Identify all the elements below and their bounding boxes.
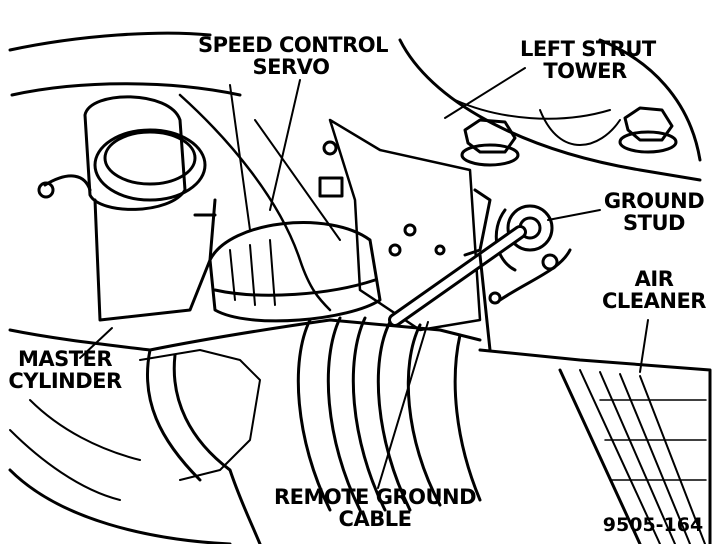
label-master-cylinder-line1: MASTER bbox=[17, 347, 113, 371]
speed-control-cable bbox=[178, 93, 332, 312]
label-ground-stud-line2: STUD bbox=[623, 211, 685, 235]
label-remote-ground-cable-line1: REMOTE GROUND bbox=[273, 485, 477, 509]
label-left-strut-tower-line2: TOWER bbox=[543, 59, 627, 83]
label-ground-stud-line1: GROUND bbox=[603, 189, 705, 213]
master-cylinder bbox=[37, 95, 217, 322]
label-air-cleaner-line1: AIR bbox=[634, 267, 674, 291]
mounting-bracket bbox=[318, 118, 482, 332]
label-remote-ground-cable-line2: CABLE bbox=[338, 507, 412, 531]
servo-linkage bbox=[229, 84, 341, 241]
leader-lines bbox=[79, 67, 649, 489]
air-cleaner bbox=[478, 348, 712, 544]
label-air-cleaner-line2: CLEANER bbox=[602, 289, 706, 313]
intake-hose bbox=[8, 316, 482, 544]
figure-number: 9505-164 bbox=[602, 514, 704, 536]
label-speed-control-servo: SPEED CONTROL SERVO bbox=[198, 33, 389, 79]
remote-ground-cable bbox=[388, 188, 527, 352]
label-speed-control-servo-line1: SPEED CONTROL bbox=[198, 33, 389, 57]
label-remote-ground-cable: REMOTE GROUND CABLE bbox=[272, 486, 478, 530]
label-master-cylinder-line2: CYLINDER bbox=[8, 369, 122, 393]
label-air-cleaner: AIR CLEANER bbox=[598, 268, 710, 312]
label-ground-stud: GROUND STUD bbox=[598, 190, 710, 234]
strut-tower-bolt-right bbox=[618, 106, 678, 154]
label-left-strut-tower-line1: LEFT STRUT bbox=[520, 37, 656, 61]
hood-edge-lines bbox=[8, 31, 242, 97]
speed-control-servo bbox=[208, 221, 382, 323]
label-master-cylinder: MASTER CYLINDER bbox=[4, 348, 126, 392]
strut-tower-bolt-left bbox=[460, 118, 520, 167]
ground-stud bbox=[488, 204, 572, 305]
strut-tower bbox=[398, 38, 702, 182]
label-speed-control-servo-line2: SERVO bbox=[252, 55, 330, 79]
label-left-strut-tower: LEFT STRUT TOWER bbox=[520, 37, 656, 83]
